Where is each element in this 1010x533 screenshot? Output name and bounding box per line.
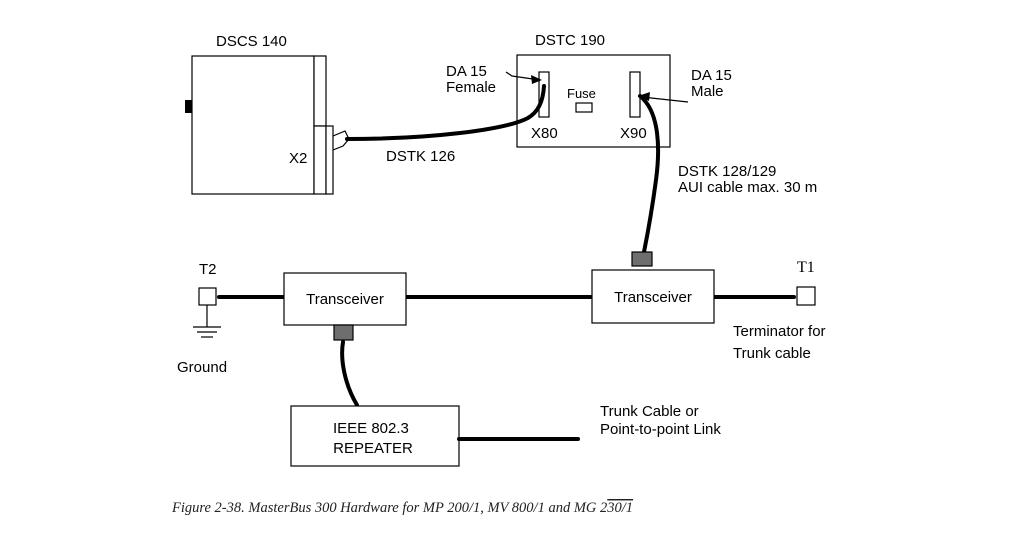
aui-plug xyxy=(631,251,653,267)
transceiver-right xyxy=(591,269,715,324)
dscs-140-lower-slot xyxy=(313,125,327,195)
dscs-140-body xyxy=(191,55,315,195)
t2-label: T2 xyxy=(199,261,217,278)
repeater-drop-cable xyxy=(340,340,359,407)
dscs-140-title: DSCS 140 xyxy=(216,33,287,50)
da15-male-label: DA 15 Male xyxy=(691,67,736,100)
t1-label: T1 xyxy=(797,259,815,276)
aui-cable-label: DSTK 128/129 AUI cable max. 30 m xyxy=(678,163,817,196)
t1-terminator xyxy=(796,286,816,306)
da15-male-arrowhead xyxy=(638,92,650,101)
dstc-190-title: DSTC 190 xyxy=(535,32,605,49)
ieee-802-3-repeater xyxy=(290,405,460,467)
da15-female-arrowhead xyxy=(531,75,542,84)
da15-female-label: DA 15 Female xyxy=(446,63,496,96)
da15-female-arrow-line xyxy=(505,71,541,81)
ground-label: Ground xyxy=(177,359,227,376)
trunk-link-label: Trunk Cable or Point-to-point Link xyxy=(600,403,721,438)
caption-overlined-part: 30/1 xyxy=(606,500,633,516)
transceiver-left xyxy=(283,272,407,326)
x90-port-label: X90 xyxy=(620,125,647,142)
transceiver-left-label: Transceiver xyxy=(306,291,384,308)
dscs-140-upper-slot xyxy=(313,55,327,127)
fuse-label: Fuse xyxy=(567,86,596,101)
aui-cable xyxy=(638,94,661,254)
fuse-symbol xyxy=(575,102,593,113)
da15-male-arrow-line xyxy=(641,96,689,103)
dstk126-cable xyxy=(345,84,546,141)
x90-connector xyxy=(629,71,641,118)
t1-note: Terminator for Trunk cable xyxy=(733,323,830,362)
repeater-label: IEEE 802.3 REPEATER xyxy=(333,420,413,457)
dscs-140-x2-connector xyxy=(325,125,334,195)
x2-port-label: X2 xyxy=(289,150,307,167)
figure-caption: Figure 2-38. MasterBus 300 Hardware for … xyxy=(171,500,633,516)
transceiver-right-label: Transceiver xyxy=(614,289,692,306)
dstc-190-unit: DSTC 190 Fuse X80 X90 xyxy=(516,32,671,148)
transceiver-left-plug xyxy=(333,324,354,341)
dscs-140-unit: DSCS 140 X2 xyxy=(185,33,334,195)
dscs-140-side-tab xyxy=(185,100,192,113)
dstk126-label: DSTK 126 xyxy=(386,148,455,165)
x80-port-label: X80 xyxy=(531,125,558,142)
t2-terminator xyxy=(198,287,217,306)
